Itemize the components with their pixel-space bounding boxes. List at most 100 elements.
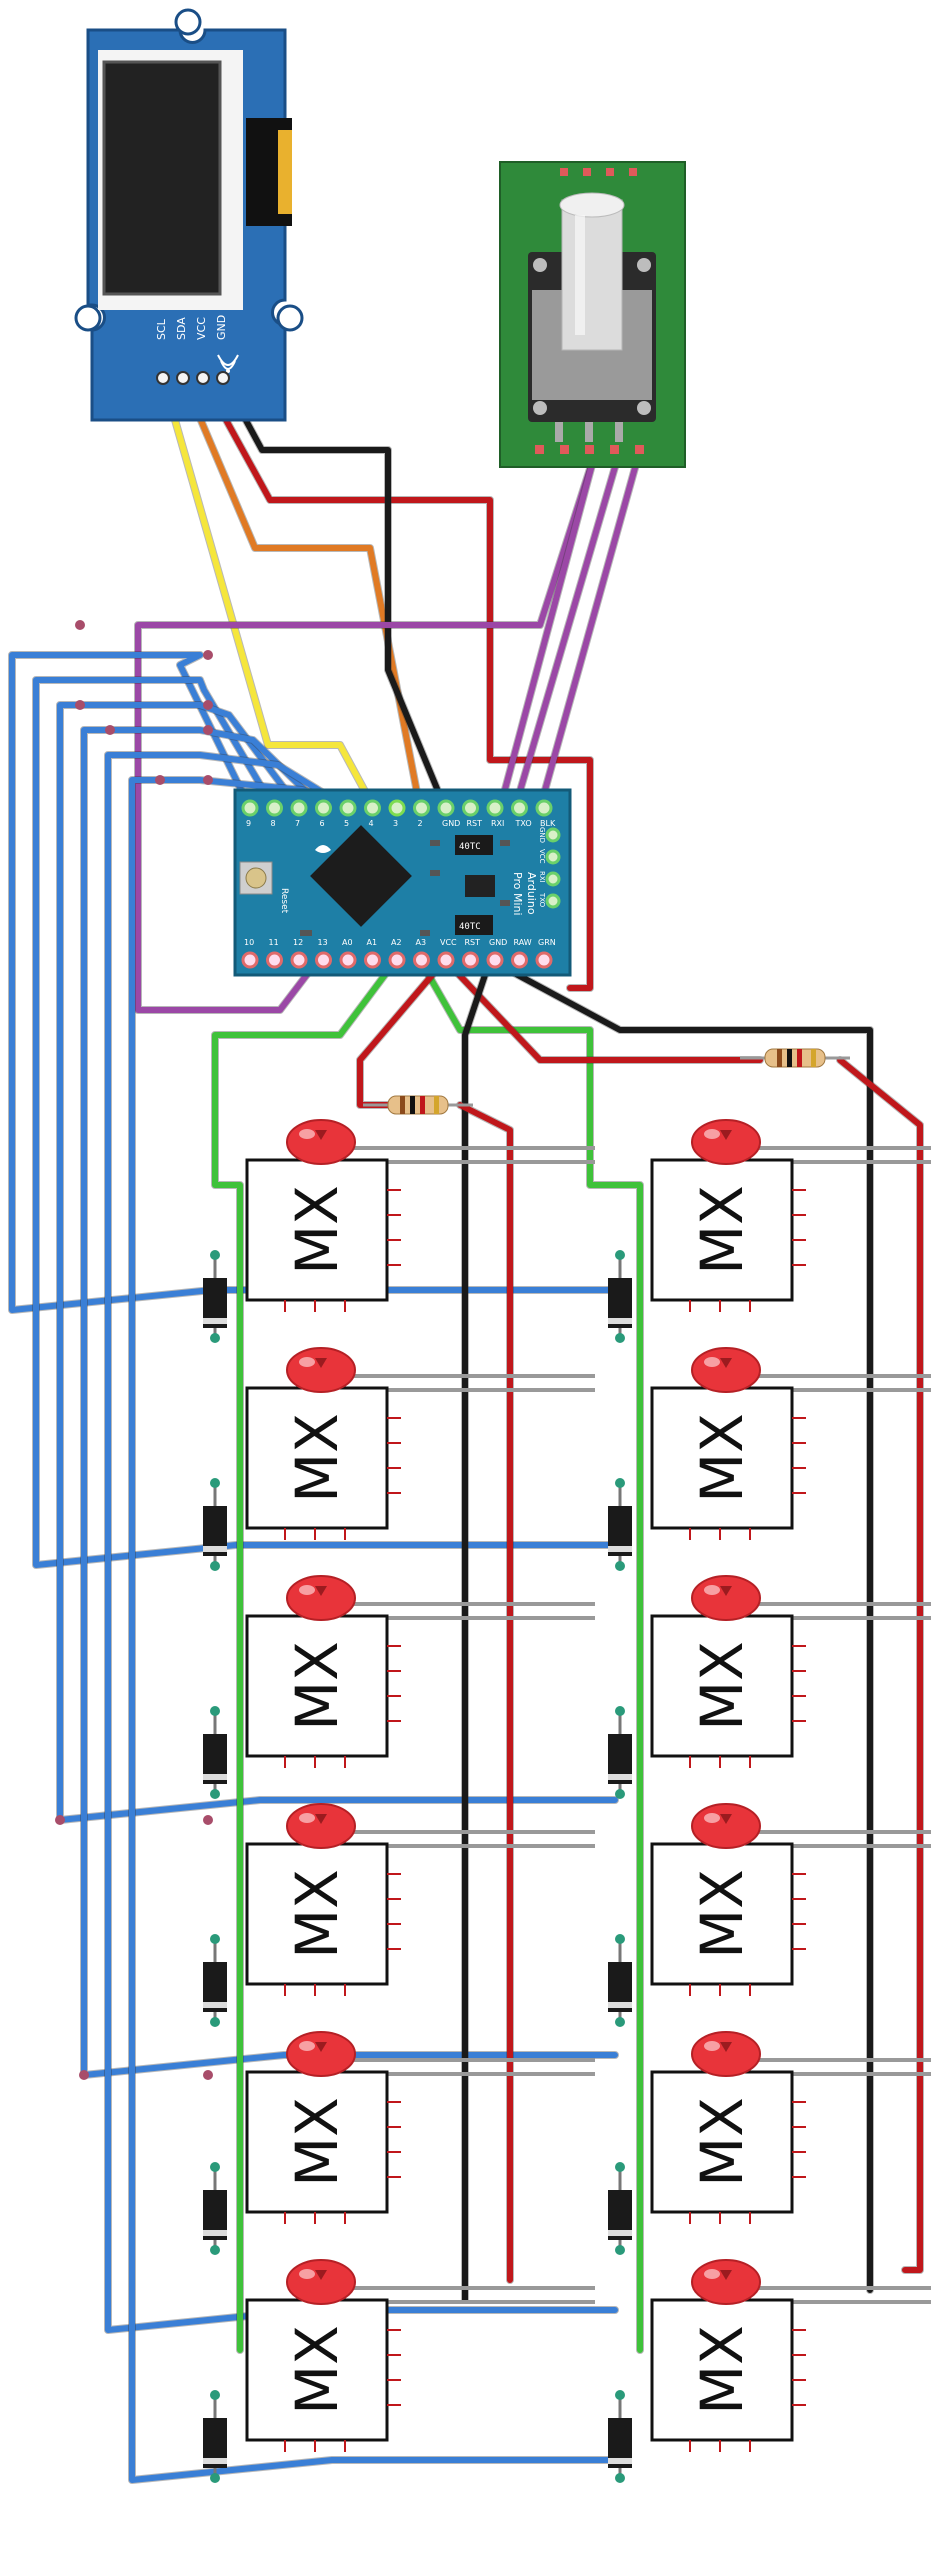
oled-connector-tab [278,130,292,214]
resistor-band [434,1096,439,1114]
pin-pad-top [266,799,283,817]
pin-pad-top [535,799,553,817]
smd-components [300,840,510,936]
pin-label-top: BLK [540,819,556,828]
pin-pad-top [413,799,430,817]
pin-label-bottom: A0 [342,938,353,947]
led-die [315,2042,327,2052]
mx-switch-label: MX [688,2325,756,2415]
resistor-band [797,1049,802,1067]
led-icon [286,1803,356,1849]
wire-junction [55,1815,65,1825]
oled-pin-label: GND [215,315,228,340]
seeed-logo-icon [217,354,239,373]
led-highlight [704,2269,720,2279]
wire-junction [210,1789,220,1799]
wire-junction [615,1706,625,1716]
mx-switch-label: MX [283,1641,351,1731]
pin-pad-bottom [290,951,308,969]
resistor-band [811,1049,816,1067]
wire-junction [210,1706,220,1716]
wire-junction [75,620,85,630]
led-icon [286,1575,356,1621]
pin-label-top: 4 [369,819,374,828]
wire-enc-b [512,447,623,811]
reset-label: Reset [279,888,289,914]
led-icon [286,1119,356,1165]
diode-band [608,1774,632,1780]
oled-pin-label: VCC [195,317,208,340]
led-icon [286,2031,356,2077]
wire-enc-d [497,447,599,811]
key-unit: MX [608,1803,931,2027]
mx-switch [650,1842,794,1986]
chip-label: 40TC [459,842,481,852]
wire-junction [203,700,213,710]
wire-junction [210,2473,220,2483]
pin-pad-top [511,799,528,817]
mount-hole [174,8,202,36]
wire-gnd [220,375,448,811]
pin-label-bottom: RST [465,938,481,947]
wire-junction [615,1333,625,1343]
wire-junction [210,2390,220,2400]
mx-switch [650,2298,794,2442]
pin-label-bottom: GND [489,938,507,947]
wire-junction [79,2070,89,2080]
pin-pad-bottom [266,951,283,969]
wire-junction [615,2162,625,2172]
wire-junction [210,2017,220,2027]
pin-label-side: VCC [538,849,546,864]
pin-pad-side [545,849,561,865]
mx-switch-label: MX [283,1185,351,1275]
pin-pad-top [364,799,381,817]
pin-pad-bottom [462,951,479,969]
mx-switch-label: MX [688,1413,756,1503]
wire-col-2 [417,957,643,2353]
screw [637,258,651,272]
wire-junction [615,2017,625,2027]
oled-pin-label: SDA [175,317,188,340]
key-unit: MX [608,1347,931,1571]
pin-label-bottom: 11 [269,938,279,947]
mx-switch [245,1842,389,1986]
pin-label-bottom: 10 [244,938,254,947]
led-highlight [299,2269,315,2279]
pin-label-top: 2 [418,819,423,828]
mount-hole [276,304,304,332]
led-icon [691,2031,761,2077]
shaft-highlight [575,215,585,335]
led-icon [286,1347,356,1393]
wire-junction [203,2070,213,2080]
smd-component [465,875,495,897]
wire-junction [615,2390,625,2400]
mx-switch [650,1158,794,1302]
led-die [720,1130,732,1140]
oled-pin-pad [176,371,190,385]
wire-junction [615,1250,625,1260]
key-unit: MX [203,1803,595,2027]
diode-band [203,2458,227,2464]
diode-band [203,1774,227,1780]
wire-col-2-outline [416,956,644,2354]
led-die [315,1814,327,1824]
pin-label-top: RST [467,819,483,828]
resistor [363,1095,473,1115]
mx-switch-label: MX [688,1185,756,1275]
pin-label-top: 8 [271,819,276,828]
reset-button-cap[interactable] [245,867,267,889]
wire-junction [615,1478,625,1488]
oled-screen [102,60,222,296]
mx-switch-label: MX [688,2097,756,2187]
oled-pin-pad [156,371,170,385]
wire-scl [160,375,377,811]
wire-junction [210,1478,220,1488]
wire-junction [203,1815,213,1825]
diode-band [608,2458,632,2464]
led-die [720,1814,732,1824]
led-die [720,2270,732,2280]
wire-led-col-2-outline [836,1056,924,2274]
resistor-band [777,1049,782,1067]
